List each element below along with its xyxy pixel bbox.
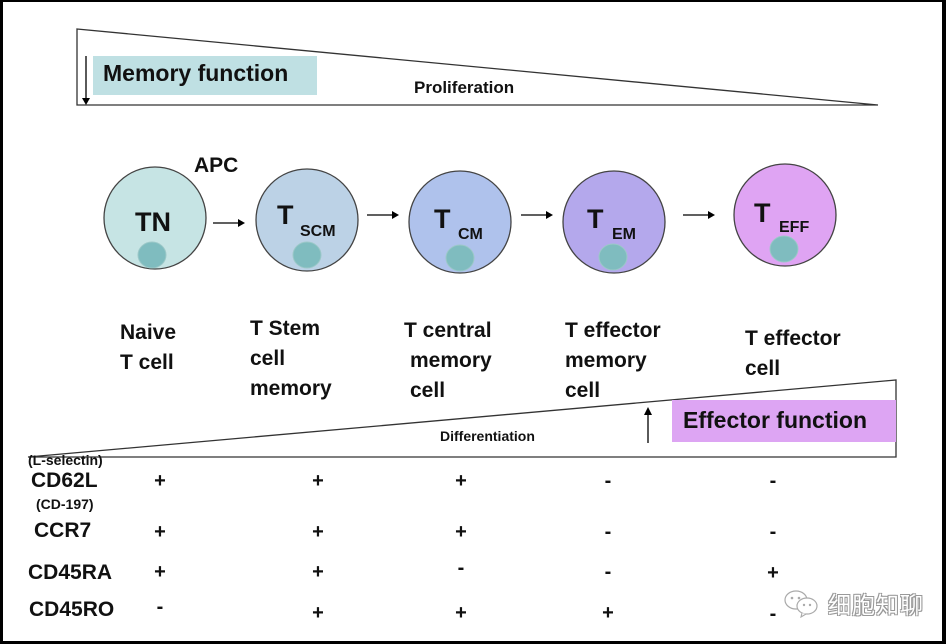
cell-tem-body [562,170,666,274]
cell-tem-subscript: EM [612,226,636,243]
marker-cd45ra-tem-sign: - [604,561,612,583]
marker-ccr7-tn-sign: + [154,521,166,543]
watermark: 细胞知聊 [782,586,924,620]
cell-teff-description: T effector cell [745,324,841,384]
desc-line: T central [404,319,492,342]
marker-cd45ro-tn-sign: - [156,596,164,618]
cell-tem-name: T [587,204,604,234]
desc-line: memory [565,349,647,372]
marker-cd62l-tn-sign: + [154,470,166,492]
differentiation-wedge [27,379,897,458]
cell-teff-subscript: EFF [779,219,810,236]
marker-ccr7-name: CCR7 [34,519,92,542]
desc-line: T effector [565,319,661,342]
effector-function-label: Effector function [683,407,867,433]
marker-cd45ro-name: CD45RO [29,598,115,621]
marker-cd45ro-tscm-sign: + [312,602,324,624]
marker-ccr7-tcm-sign: + [455,521,467,543]
memory-function-badge [93,56,317,95]
marker-ccr7-teff-sign: - [769,521,777,543]
cell-tcm-name: T [434,204,451,234]
desc-line: cell [250,347,286,370]
desc-line: T cell [120,351,174,374]
marker-cd45ro-tcm-sign: + [455,602,467,624]
apc-label: APC [194,154,239,177]
memory-function-label: Memory function [103,60,289,86]
proliferation-label: Proliferation [414,78,515,97]
cell-tcm-body [408,170,512,274]
desc-line: memory [250,377,332,400]
effector-function-badge [672,400,896,442]
desc-line: T Stem [250,317,321,340]
cell-teff-body [733,163,837,267]
marker-cd45ro-tem-sign: + [602,602,614,624]
cell-tscm-name: T [277,200,294,230]
cell-tscm-description: T Stem cell memory [250,314,332,404]
desc-line: Naive [120,321,177,344]
cell-tn-name: TN [135,207,171,237]
marker-ccr7-note: (CD-197) [36,496,94,512]
marker-ccr7-tem-sign: - [604,521,612,543]
cell-tscm-body [255,168,359,272]
cell-tem-description: T effector memory cell [565,316,661,406]
marker-cd62l-tem-sign: - [604,470,612,492]
memory-down-arrowhead [82,98,90,105]
marker-cd62l-tscm-sign: + [312,470,324,492]
wechat-icon [784,590,818,618]
marker-cd62l-teff-sign: - [769,470,777,492]
marker-cd62l-tcm-sign: + [455,470,467,492]
transition-arrowhead [546,211,553,219]
cell-tem-nucleus [598,243,628,271]
marker-cd45ra-name: CD45RA [28,561,113,584]
effector-up-arrowhead [644,407,652,415]
watermark-text: 细胞知聊 [828,592,924,618]
marker-cd45ro-teff-sign: - [769,603,777,625]
desc-line: cell [565,379,601,402]
marker-cd62l-note: (L-selectin) [28,452,103,468]
transition-arrowhead [238,219,245,227]
transition-arrowhead [708,211,715,219]
marker-cd45ra-tscm-sign: + [312,561,324,583]
cell-tcm-nucleus [445,244,475,272]
cell-teff-nucleus [769,235,799,263]
marker-cd45ra-tcm-sign: - [457,557,465,579]
cell-tn-nucleus [137,241,167,269]
marker-cd62l-name: CD62L [31,469,98,492]
cell-tcm-subscript: CM [458,226,483,243]
desc-line: cell [410,379,446,402]
differentiation-label: Differentiation [440,428,535,444]
proliferation-wedge [76,28,879,106]
marker-cd45ra-teff-sign: + [767,562,779,584]
desc-line: T effector [745,327,841,350]
cell-tscm-nucleus [292,241,322,269]
cell-tn-body [103,166,207,270]
desc-line: cell [745,357,781,380]
desc-line: memory [410,349,492,372]
transition-arrowhead [392,211,399,219]
cell-tcm-description: T central memory cell [404,316,492,406]
cell-tscm-subscript: SCM [300,223,336,240]
cell-tn-description: Naive T cell [120,318,176,378]
marker-cd45ra-tn-sign: + [154,561,166,583]
marker-ccr7-tscm-sign: + [312,521,324,543]
cell-teff-name: T [754,198,771,228]
